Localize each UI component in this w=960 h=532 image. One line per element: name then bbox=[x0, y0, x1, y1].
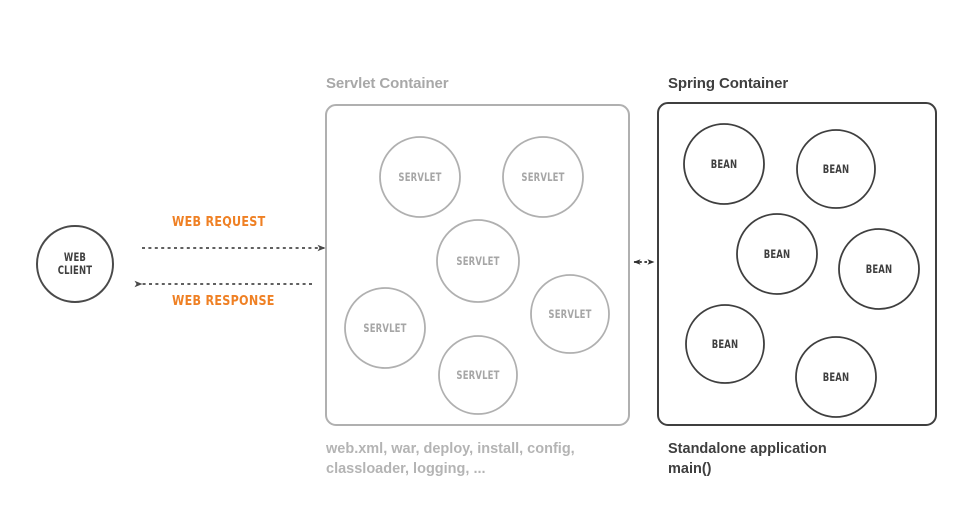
bean-label: BEAN bbox=[822, 162, 850, 176]
bean-circle bbox=[683, 123, 765, 205]
servlet-circle bbox=[438, 335, 518, 415]
spring-container-caption: Standalone application main() bbox=[668, 441, 827, 477]
servlet-circle bbox=[530, 274, 610, 354]
servlet-container-title: Servlet Container bbox=[326, 75, 449, 92]
bean-label: BEAN bbox=[711, 337, 739, 351]
servlet-label: SERVLET bbox=[456, 368, 500, 382]
bean-circle bbox=[838, 228, 920, 310]
servlet-circle bbox=[344, 287, 426, 369]
servlet-circle bbox=[436, 219, 520, 303]
servlet-container-box bbox=[325, 104, 630, 426]
servlet-label: SERVLET bbox=[548, 307, 592, 321]
servlet-container-caption: web.xml, war, deploy, install, config, c… bbox=[326, 441, 575, 477]
servlet-label: SERVLET bbox=[456, 254, 500, 268]
servlet-label: SERVLET bbox=[398, 170, 442, 184]
servlet-circle bbox=[379, 136, 461, 218]
web-client-label: WEB CLIENT bbox=[57, 250, 93, 277]
bean-label: BEAN bbox=[763, 247, 791, 261]
servlet-circle bbox=[502, 136, 584, 218]
bean-circle bbox=[685, 304, 765, 384]
spring-container-title: Spring Container bbox=[668, 75, 789, 92]
web-client-circle bbox=[36, 225, 114, 303]
servlet-label: SERVLET bbox=[521, 170, 565, 184]
web-request-label: WEB REQUEST bbox=[172, 214, 266, 230]
bean-label: BEAN bbox=[865, 262, 893, 276]
servlet-label: SERVLET bbox=[363, 321, 407, 335]
bean-label: BEAN bbox=[710, 157, 738, 171]
bean-circle bbox=[795, 336, 877, 418]
web-response-label: WEB RESPONSE bbox=[172, 293, 275, 309]
bean-circle bbox=[796, 129, 876, 209]
bean-label: BEAN bbox=[822, 370, 850, 384]
bean-circle bbox=[736, 213, 818, 295]
spring-container-box bbox=[657, 102, 937, 426]
